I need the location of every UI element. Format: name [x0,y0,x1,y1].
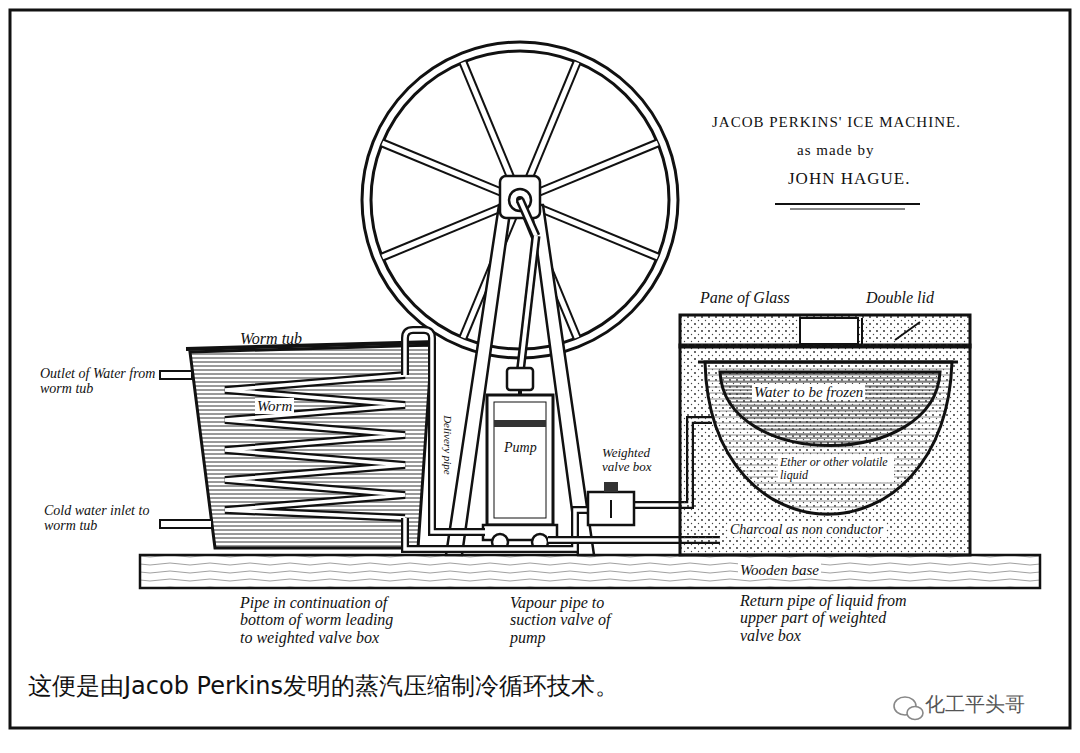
watermark: 化工平头哥 [925,694,1025,716]
note-label: Vapour pipe to suction valve of pump [510,594,638,646]
part-label: Water to be frozen [752,384,865,400]
wheel-spoke [525,62,577,187]
part-label: Ether or other volatile liquid [778,456,894,482]
inlet-pipe [160,520,212,528]
tub-rim [186,342,436,349]
connecting-rod [520,236,536,374]
part-label: Pump [502,440,539,455]
wheel-spoke [533,205,658,257]
part-label: Delivery pipe [441,413,453,477]
piston [494,420,546,427]
part-label: Double lid [866,289,934,306]
vessel-rim [698,361,958,364]
part-label: Weighted valve box [600,446,678,474]
water-basin [720,372,940,446]
crank [520,200,536,236]
caption: 这便是由Jacob Perkins发明的蒸汽压缩制冷循环技术。 [28,674,619,700]
part-label: Worm [255,398,294,414]
flywheel [362,42,678,358]
title-line: JOHN HAGUE. [788,170,910,188]
wheel-spoke [382,143,507,195]
part-label: Wooden base [738,562,821,578]
wheel-spoke [463,62,515,187]
wheel-spoke [533,143,658,195]
wooden-base [140,555,1040,588]
picture-frame [10,10,1070,728]
valve-weight [604,482,618,492]
pump-bore [494,402,546,518]
crank [520,200,536,236]
connecting-rod [520,236,536,374]
crosshead [507,368,533,390]
freezer-lid [680,315,970,347]
outlet-pipe [160,371,192,379]
ether-vessel [705,362,952,514]
wheel-spoke [533,143,658,195]
wheel-spoke [525,62,577,187]
part-label: Outlet of Water from worm tub [40,366,160,396]
wheel-spoke [382,205,507,257]
part-label: Worm tub [240,330,302,347]
worm-coil [225,375,405,518]
weighted-valve-box [588,492,634,525]
wheel-spoke [382,143,507,195]
title-rule [775,203,920,205]
part-label: Charcoal as non conductor [728,522,885,537]
note-label: Return pipe of liquid from upper part of… [740,592,920,644]
diagram-title: JACOB PERKINS' ICE MACHINE. [712,114,961,130]
pump-cylinder [487,395,553,525]
worm-coil [225,375,405,518]
glass-pane [800,318,858,344]
title-rule [790,209,905,210]
wheel-spoke [533,205,658,257]
part-label: Cold water inlet to worm tub [44,503,164,533]
worm-tub [190,345,432,548]
wechat-icon [894,697,923,720]
pipework [405,330,720,549]
part-label: Pane of Glass [700,289,790,306]
wheel-spoke [463,62,515,187]
lid-handle [895,322,920,340]
lid-joint [861,318,863,344]
valve-stem [610,500,612,518]
title-line: as made by [797,142,874,158]
bearing [500,176,540,218]
freezer-box [680,345,970,555]
wheel-spoke [382,205,507,257]
note-label: Pipe in continuation of bottom of worm l… [240,594,408,646]
